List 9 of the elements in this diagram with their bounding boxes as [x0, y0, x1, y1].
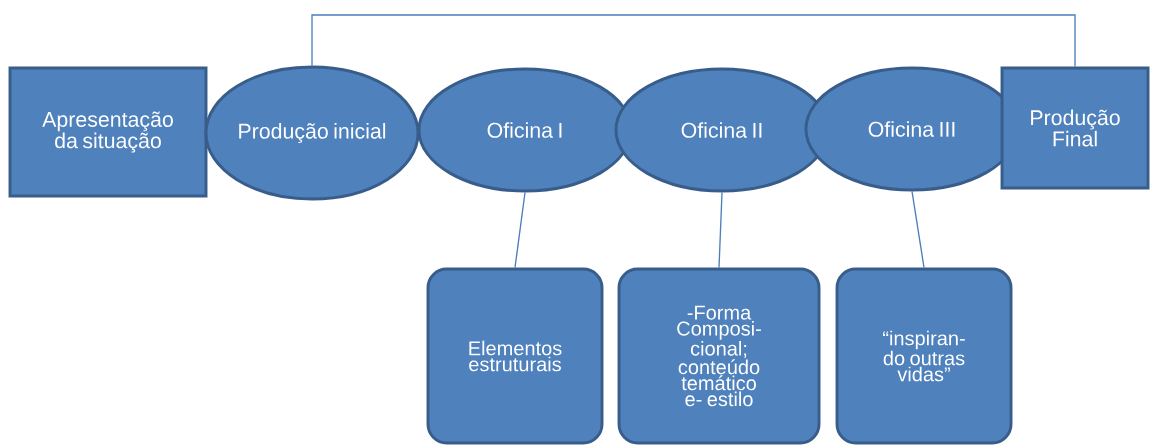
- rounded-box: Elementos estruturais: [426, 267, 604, 445]
- connector-line: [911, 190, 925, 269]
- bracket-line: [311, 14, 1076, 68]
- process-box: Produção Final: [1000, 66, 1150, 190]
- connector-line: [514, 191, 526, 269]
- process-box: Apresentação da situação: [8, 66, 208, 198]
- rounded-box: -Forma Composi- cional; conteúdo temático e- estilo: [617, 267, 821, 445]
- connector-line: [718, 191, 723, 269]
- rounded-box: “inspiran- do outras vidas”: [835, 267, 1013, 445]
